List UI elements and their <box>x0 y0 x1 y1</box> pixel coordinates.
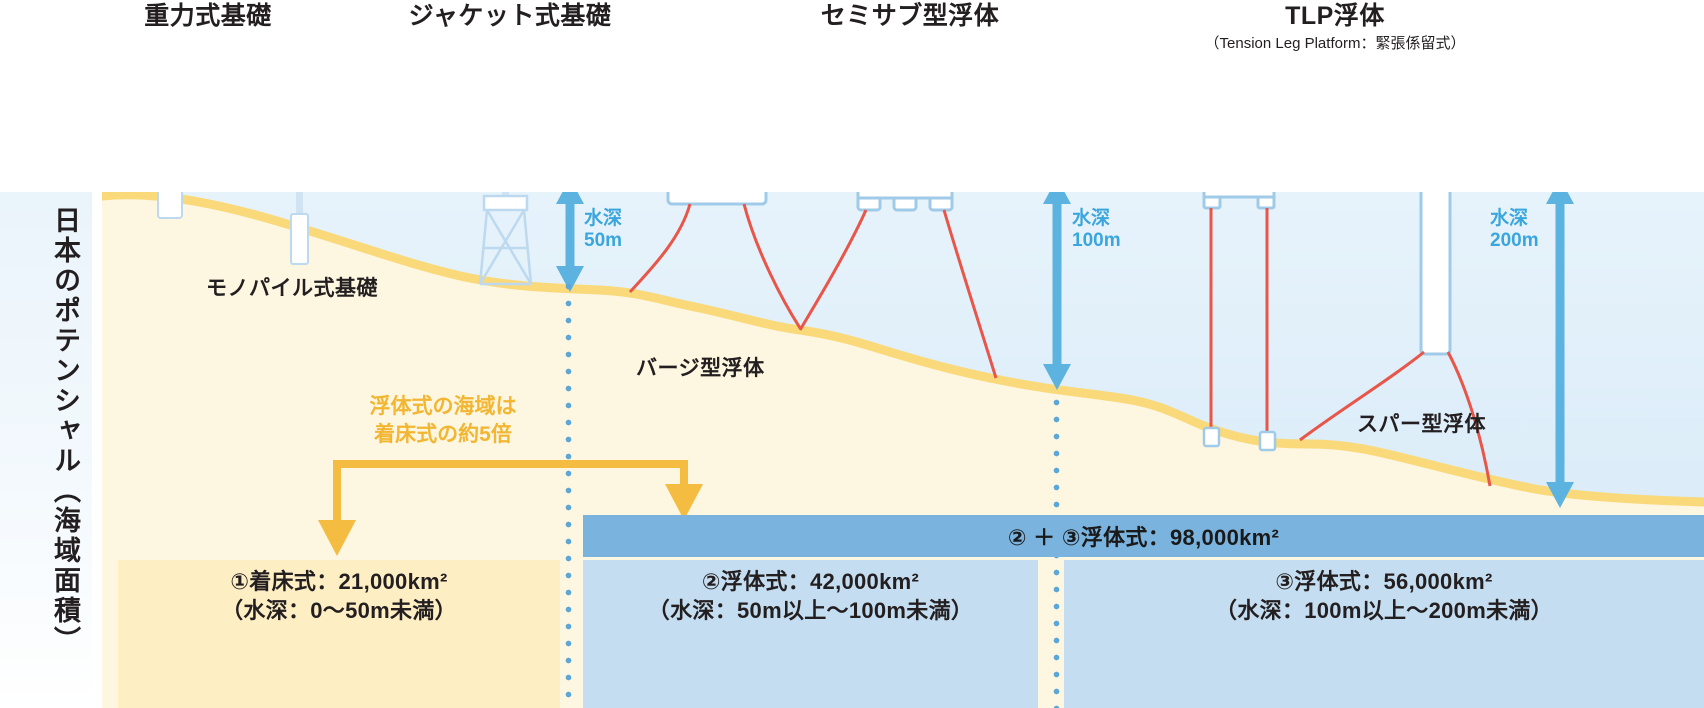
divider-50m <box>565 278 572 708</box>
combined-floating-bar: ② ＋ ③浮体式：98,000km² <box>583 515 1704 557</box>
turbine-gravity <box>157 192 183 219</box>
turbine-jacket <box>478 192 533 286</box>
left-axis-band <box>0 192 92 708</box>
depth-caption: 水深 <box>1490 208 1529 229</box>
depth-label-50m: 水深 50m <box>584 208 622 252</box>
label-monopile: モノパイル式基礎 <box>206 277 378 300</box>
header-label: ジャケット式基礎 <box>408 2 612 30</box>
header-sublabel: （Tension Leg Platform：緊張係留式） <box>1204 34 1466 52</box>
annotation-ratio: 浮体式の海域は 着床式の約5倍 <box>333 393 553 450</box>
depth-arrow-100m <box>1043 192 1071 390</box>
turbine-tlp <box>1202 192 1277 452</box>
depth-caption: 水深 <box>1072 208 1111 229</box>
header-label: TLP浮体 <box>1285 2 1385 30</box>
box-line2: （水深：0〜50m未満） <box>221 597 457 623</box>
annotation-line2: 着床式の約5倍 <box>374 423 512 447</box>
box-line2: （水深：100m以上〜200m未満） <box>1215 597 1553 623</box>
depth-arrow-50m <box>556 192 584 292</box>
depth-value: 50m <box>584 229 623 251</box>
box-floating-50-100: ②浮体式：42,000km² （水深：50m以上〜100m未満） <box>583 560 1038 708</box>
depth-label-100m: 水深 100m <box>1072 208 1121 252</box>
label-spar: スパー型浮体 <box>1357 413 1486 436</box>
header-label: セミサブ型浮体 <box>820 2 1000 30</box>
box-line2: （水深：50m以上〜100m未満） <box>647 597 974 623</box>
header-gravity-base: 重力式基礎 <box>63 2 353 31</box>
box-floating-100-200: ③浮体式：56,000km² （水深：100m以上〜200m未満） <box>1064 560 1704 708</box>
header-jacket-base: ジャケット式基礎 <box>360 2 660 31</box>
annotation-line1: 浮体式の海域は <box>369 395 517 418</box>
left-axis-label: 日本のポテンシャル（海域面積） <box>50 206 80 656</box>
turbine-spar <box>1299 192 1492 487</box>
header-semisub-float: セミサブ型浮体 <box>755 2 1065 31</box>
depth-label-200m: 水深 200m <box>1490 208 1539 252</box>
box-line1: ③浮体式：56,000km² <box>1275 569 1493 594</box>
header-tlp-float: TLP浮体 （Tension Leg Platform：緊張係留式） <box>1120 2 1550 52</box>
label-barge: バージ型浮体 <box>636 357 765 380</box>
header-label: 重力式基礎 <box>144 2 272 30</box>
box-line1: ①着床式：21,000km² <box>230 569 448 594</box>
seabed-line <box>102 192 1704 507</box>
box-line1: ②浮体式：42,000km² <box>701 569 920 594</box>
depth-value: 100m <box>1072 229 1121 251</box>
depth-arrow-200m <box>1546 192 1574 508</box>
turbine-monopile <box>290 192 309 265</box>
box-fixed-bottom: ①着床式：21,000km² （水深：0〜50m未満） <box>118 560 560 708</box>
turbine-semisub <box>798 192 998 379</box>
depth-value: 200m <box>1490 229 1539 251</box>
depth-caption: 水深 <box>584 208 623 229</box>
turbine-barge <box>628 192 802 329</box>
orange-arrow-heads <box>318 484 703 556</box>
